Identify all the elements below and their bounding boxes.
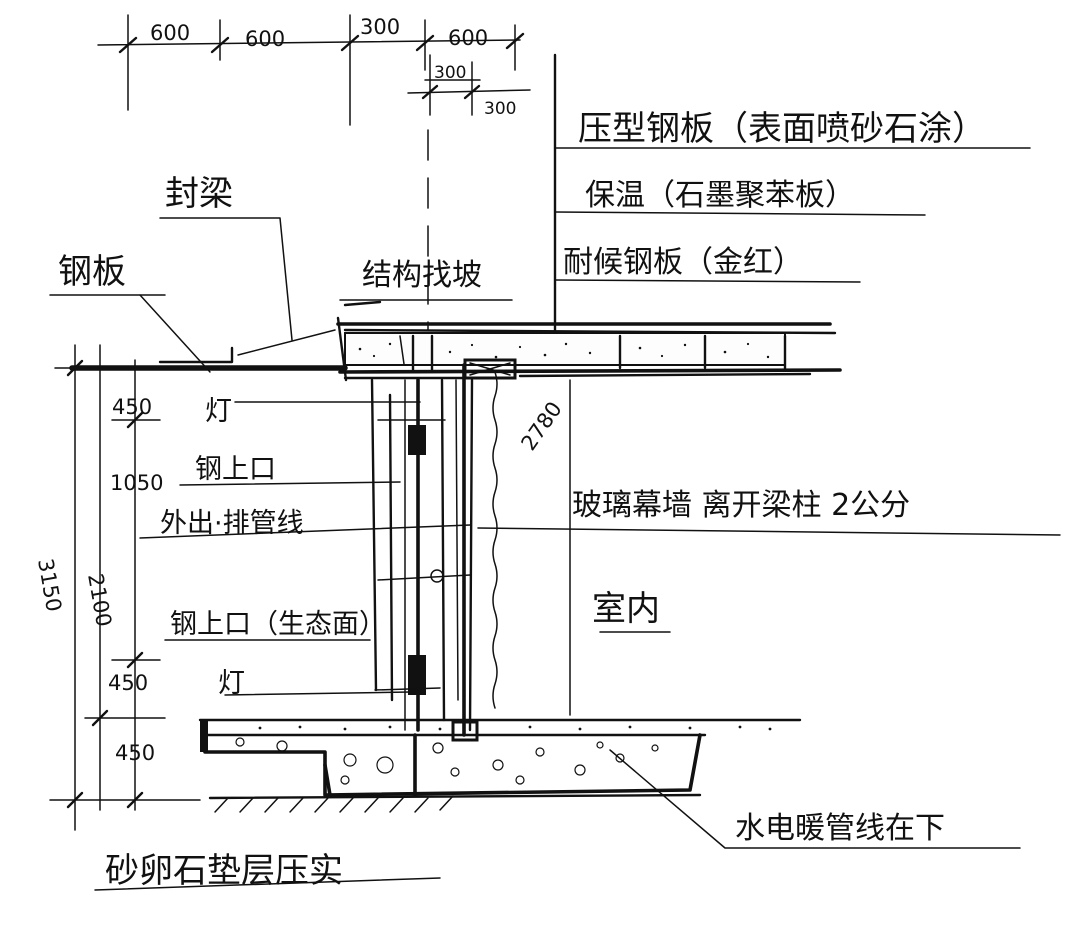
dim-left-3: 450 [108,671,148,695]
label-steel-plate: 钢板 [58,252,126,292]
label-interior: 室内 [592,589,660,629]
label-steel-opening-upper: 钢上口 [195,454,276,485]
dim-left-2: 1050 [110,471,163,495]
dim-total-height: 3150 [33,557,66,614]
label-exterior-pipes: 外出·排管线 [160,508,304,539]
label-glass-curtain: 玻璃幕墙 离开梁柱 2公分 [572,488,910,523]
curtain-wall [370,363,498,737]
roof-assembly [69,316,842,382]
foundation-underline [94,877,441,891]
label-utilities: 水电暖管线在下 [735,811,945,846]
label-lamp-lower: 灯 [218,668,245,699]
label-insulation: 保温（石墨聚苯板） [585,178,855,213]
left-upper-leaders [49,217,513,696]
dim-inner-height: 2100 [83,572,116,629]
label-roof-panel: 压型钢板（表面喷砂石涂） [578,109,986,149]
label-structure-beam: 结构找坡 [362,258,482,293]
label-beam-edge: 封梁 [165,174,233,214]
label-steel-opening-lower: 钢上口（生态面） [170,609,386,640]
dim-top-1: 600 [150,21,190,45]
floor-slab [198,718,802,813]
label-lamp-upper: 灯 [205,396,232,427]
dim-top-2: 600 [245,27,285,51]
dim-top-4: 600 [448,26,488,50]
dim-sub-1: 300 [434,63,466,83]
dim-top-3: 300 [360,15,400,39]
dim-sub-2: 300 [484,99,516,119]
label-foundation: 砂卵石垫层压实 [105,851,343,891]
label-inner-panel: 耐候钢板（金红） [563,245,803,280]
dim-left-4: 450 [115,741,155,765]
right-leaders [477,53,1061,849]
left-dimension-chains [49,344,201,831]
dim-roof-floor: 2780 [516,397,566,455]
top-dimension-chain [97,14,531,331]
dim-left-1: 450 [112,395,152,419]
